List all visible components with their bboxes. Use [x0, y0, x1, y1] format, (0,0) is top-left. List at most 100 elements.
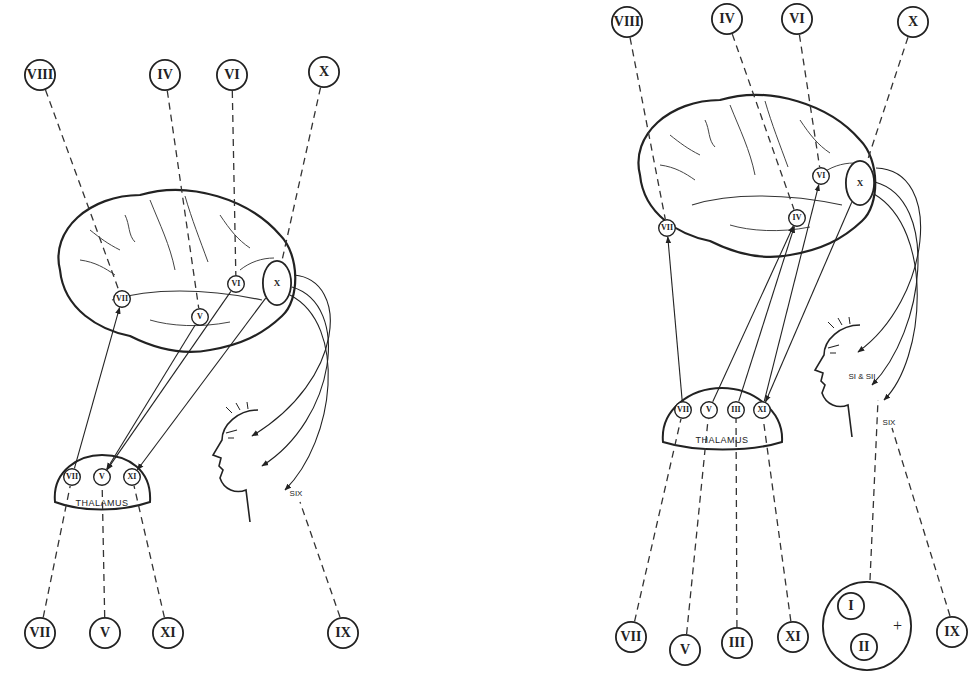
numeral-circle: VI	[781, 3, 813, 35]
numeral-circle: II	[850, 633, 878, 661]
numeral-text: XI	[758, 406, 767, 414]
numeral-text: X	[319, 65, 329, 79]
site-circle: VII	[63, 468, 81, 486]
leader-line	[232, 91, 236, 275]
pathway-arrow	[107, 325, 196, 470]
leader-line	[735, 419, 737, 627]
numeral-text: V	[680, 643, 690, 657]
numeral-circle: III	[721, 627, 753, 659]
thalamus-shape: THALAMUS VII V XI	[52, 452, 152, 514]
site-circle: VII	[113, 290, 131, 308]
numeral-text: V	[197, 313, 203, 321]
numeral-text: XI	[160, 626, 176, 640]
site-circle: V	[700, 401, 718, 419]
numeral-circle: V	[669, 634, 701, 666]
numeral-text: VI	[817, 172, 826, 180]
numeral-text: IV	[157, 68, 173, 82]
numeral-text: VII	[661, 224, 673, 232]
leader-line	[799, 35, 819, 167]
thalamus-shape: THALAMUS VII V III XI	[661, 385, 783, 451]
numeral-circle: +III	[822, 581, 912, 671]
site-circle: VII	[658, 219, 676, 237]
numeral-text: VII	[116, 295, 128, 303]
numeral-text: V	[100, 626, 110, 640]
site-circle: XI	[123, 468, 141, 486]
numeral-text: VII	[66, 473, 78, 481]
leader-line	[630, 38, 665, 219]
numeral-text: VII	[677, 406, 689, 414]
site-circle: VI	[227, 275, 245, 293]
numeral-circle: IX	[936, 616, 968, 648]
site-circle: V	[191, 308, 209, 326]
numeral-text: XI	[785, 630, 801, 644]
leader-line	[867, 37, 908, 162]
pathway-arrow	[107, 291, 231, 469]
numeral-text: IX	[944, 625, 960, 639]
leader-line	[687, 419, 709, 634]
numeral-circle: XI	[777, 621, 809, 653]
leader-line	[635, 419, 681, 622]
numeral-circle: VIII	[611, 6, 643, 38]
region-label: THALAMUS	[695, 436, 748, 445]
numeral-text: V	[99, 473, 105, 481]
numeral-text: IX	[335, 626, 351, 640]
leader-line	[46, 90, 119, 291]
site-circle: XI	[753, 401, 771, 419]
leader-line	[43, 486, 70, 618]
numeral-text: VI	[232, 280, 241, 288]
numeral-text: V	[706, 406, 712, 414]
numeral-text: X	[908, 15, 918, 29]
site-circle: VI	[812, 167, 830, 185]
site-circle: V	[93, 468, 111, 486]
numeral-text: I	[848, 599, 853, 613]
numeral-text: VI	[789, 12, 805, 26]
numeral-circle: VII	[24, 617, 56, 649]
site-circle: X	[262, 260, 292, 306]
numeral-circle: VIII	[24, 59, 56, 91]
numeral-text: VI	[224, 68, 240, 82]
numeral-text: III	[731, 406, 740, 414]
numeral-circle: I	[837, 592, 865, 620]
leader-line	[134, 486, 164, 618]
numeral-text: XI	[128, 473, 137, 481]
numeral-circle: V	[89, 617, 121, 649]
pathway-arrow	[764, 185, 819, 402]
numeral-text: VIII	[27, 68, 53, 82]
numeral-text: X	[857, 179, 864, 188]
numeral-circle: VI	[216, 59, 248, 91]
numeral-text: IV	[719, 12, 735, 26]
leader-line	[763, 419, 791, 621]
pathway-arrow	[74, 308, 119, 469]
site-circle: IV	[788, 209, 806, 227]
numeral-circle: XI	[152, 617, 184, 649]
site-circle: VII	[674, 401, 692, 419]
region-label: THALAMUS	[75, 499, 128, 508]
leader-line	[282, 88, 321, 262]
leader-line	[167, 91, 198, 308]
numeral-circle: IV	[711, 3, 743, 35]
numeral-text: II	[859, 640, 870, 654]
numeral-text: III	[729, 636, 745, 650]
numeral-circle: IV	[149, 59, 181, 91]
pathway-arrow	[766, 202, 852, 402]
leader-line	[732, 34, 794, 209]
pathway-arrow	[713, 226, 794, 402]
numeral-circle: X	[308, 56, 340, 88]
site-circle: X	[845, 160, 875, 206]
pathway-arrow	[137, 298, 265, 470]
area-label: SIX	[290, 490, 303, 498]
area-label: SI & SII	[848, 373, 875, 381]
numeral-text: VIII	[614, 15, 640, 29]
site-circle: III	[727, 401, 745, 419]
numeral-text: VII	[29, 626, 50, 640]
numeral-circle: VII	[615, 621, 647, 653]
numeral-circle: IX	[327, 617, 359, 649]
numeral-text: X	[274, 279, 281, 288]
numeral-text: VII	[620, 630, 641, 644]
pathway-arrow	[668, 237, 682, 401]
numeral-text: +	[893, 618, 902, 634]
numeral-text: IV	[793, 214, 802, 222]
area-label: SIX	[883, 419, 896, 427]
